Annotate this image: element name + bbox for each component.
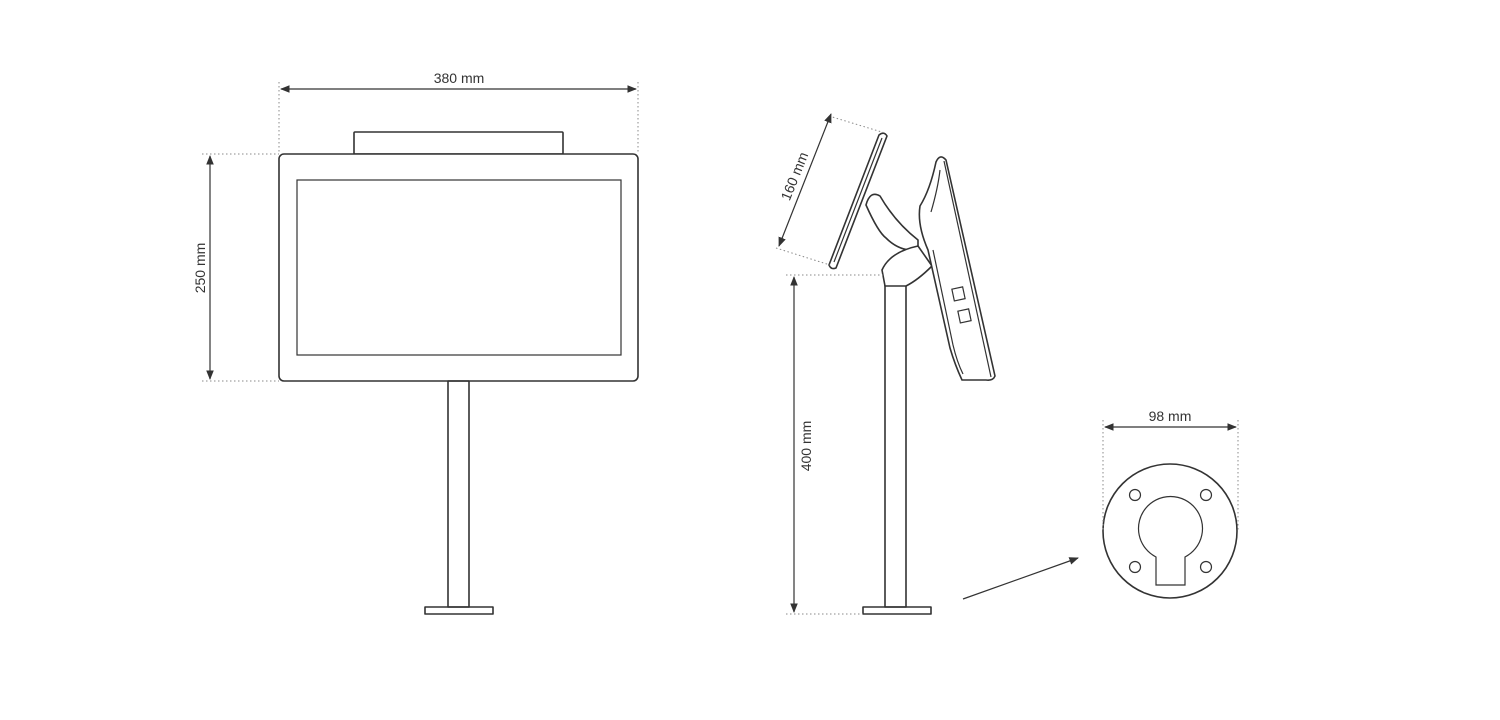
side-screen-upright-face <box>943 160 992 378</box>
side-pivot-block <box>881 245 933 287</box>
front-height-label: 250 mm <box>192 243 208 294</box>
side-base-foot <box>862 606 932 615</box>
side-tilt-dimension-line <box>778 113 832 247</box>
front-display-area <box>296 179 622 356</box>
side-port-lower <box>957 308 972 324</box>
front-base-foot <box>424 606 494 615</box>
base-detail: 98 mm <box>962 408 1239 600</box>
side-screen-upright-back <box>930 169 964 375</box>
base-plate <box>1102 463 1238 599</box>
side-tilt-guide-bottom <box>775 247 831 266</box>
side-tilt-guide-top <box>828 115 886 134</box>
base-keyhole-slot <box>1137 495 1204 586</box>
side-pole <box>884 281 907 608</box>
base-screw-hole-bottom-left <box>1128 560 1142 574</box>
base-width-label: 98 mm <box>1149 408 1192 424</box>
front-width-label: 380 mm <box>434 70 485 86</box>
front-view: 380 mm 250 mm <box>192 70 639 615</box>
side-height-label: 400 mm <box>798 421 814 472</box>
base-screw-hole-bottom-right <box>1199 560 1213 574</box>
side-port-upper <box>951 286 966 302</box>
base-screw-hole-top-left <box>1128 488 1142 502</box>
side-view: 160 mm 400 mm <box>775 113 996 615</box>
side-hinge-arm <box>865 193 919 252</box>
side-screen-upright <box>918 156 996 381</box>
base-screw-hole-top-right <box>1199 488 1213 502</box>
front-top-bar <box>353 131 564 155</box>
base-pointer-arrow <box>962 557 1079 600</box>
front-screen-housing <box>278 153 639 382</box>
front-pole <box>447 380 470 608</box>
side-screen-tilted-face <box>833 137 883 263</box>
